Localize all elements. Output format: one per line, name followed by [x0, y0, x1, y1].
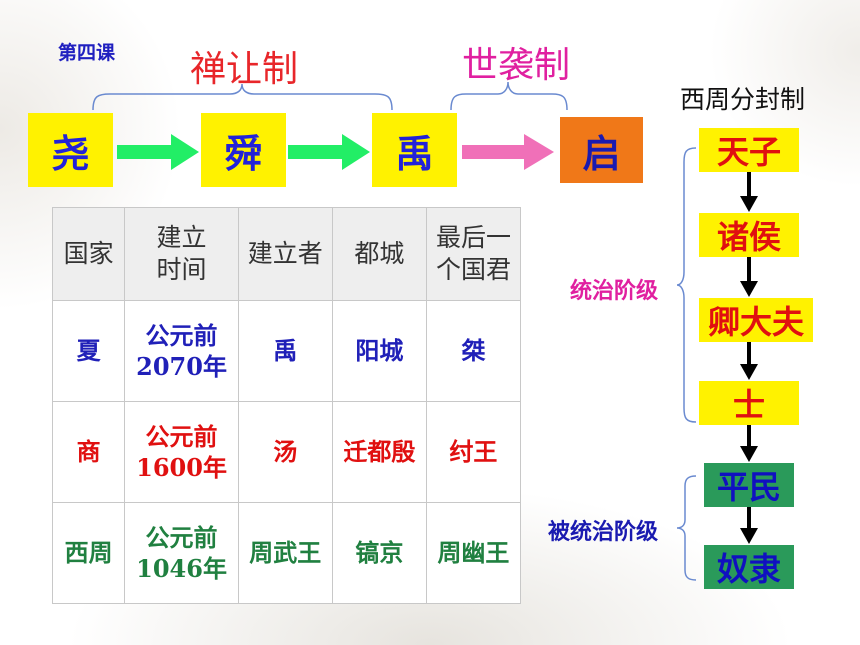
cell-founder: 周武王 — [237, 502, 333, 604]
down-arrow-icon — [740, 507, 758, 544]
lesson-title: 第四课 — [58, 42, 116, 64]
ruler-yu-box: 禹 — [372, 113, 457, 187]
cell-founder: 汤 — [237, 401, 333, 503]
level-tianzi-box: 天子 — [699, 128, 799, 172]
green-arrow-1 — [117, 134, 199, 170]
ruling-class-label: 统治阶级 — [570, 279, 659, 304]
table-header-row: 国家 建立时间 建立者 都城 最后一个国君 — [51, 207, 522, 301]
ruler-shun-box: 舜 — [201, 113, 286, 187]
ruling-class-brace — [676, 147, 697, 423]
cell-last-ruler: 桀 — [425, 300, 522, 402]
cell-last-ruler: 周幽王 — [425, 502, 522, 604]
down-arrow-icon — [740, 172, 758, 212]
abdication-label: 禅让制 — [190, 49, 299, 90]
header-country: 国家 — [51, 207, 126, 301]
level-qingdafu-box: 卿大夫 — [699, 298, 813, 342]
level-pingmin-box: 平民 — [704, 463, 794, 507]
cell-country: 商 — [51, 401, 126, 503]
hereditary-label: 世袭制 — [462, 45, 571, 86]
header-founder: 建立者 — [237, 207, 333, 301]
hierarchy-title: 西周分封制 — [680, 85, 806, 114]
cell-capital: 镐京 — [331, 502, 427, 604]
header-last-ruler: 最后一个国君 — [425, 207, 522, 301]
cell-country: 西周 — [51, 502, 126, 604]
cell-capital: 迁都殷 — [331, 401, 427, 503]
abdication-brace — [92, 83, 393, 111]
ruler-qi-box: 启 — [560, 117, 643, 183]
header-founding-time: 建立时间 — [124, 207, 239, 301]
hereditary-brace — [450, 81, 568, 111]
level-zhuhou-box: 诸侯 — [699, 213, 799, 257]
down-arrow-icon — [740, 425, 758, 462]
ruled-class-brace — [676, 475, 697, 581]
cell-founder: 禹 — [237, 300, 333, 402]
green-arrow-2 — [288, 134, 370, 170]
down-arrow-icon — [740, 342, 758, 380]
cell-country: 夏 — [51, 300, 126, 402]
header-capital: 都城 — [331, 207, 427, 301]
pink-arrow — [462, 134, 554, 170]
level-nuli-box: 奴隶 — [704, 545, 794, 589]
ruler-yao-box: 尧 — [28, 113, 113, 187]
down-arrow-icon — [740, 257, 758, 297]
ruled-class-label: 被统治阶级 — [548, 520, 659, 545]
cell-last-ruler: 纣王 — [425, 401, 522, 503]
level-shi-box: 士 — [699, 381, 799, 425]
cell-capital: 阳城 — [331, 300, 427, 402]
